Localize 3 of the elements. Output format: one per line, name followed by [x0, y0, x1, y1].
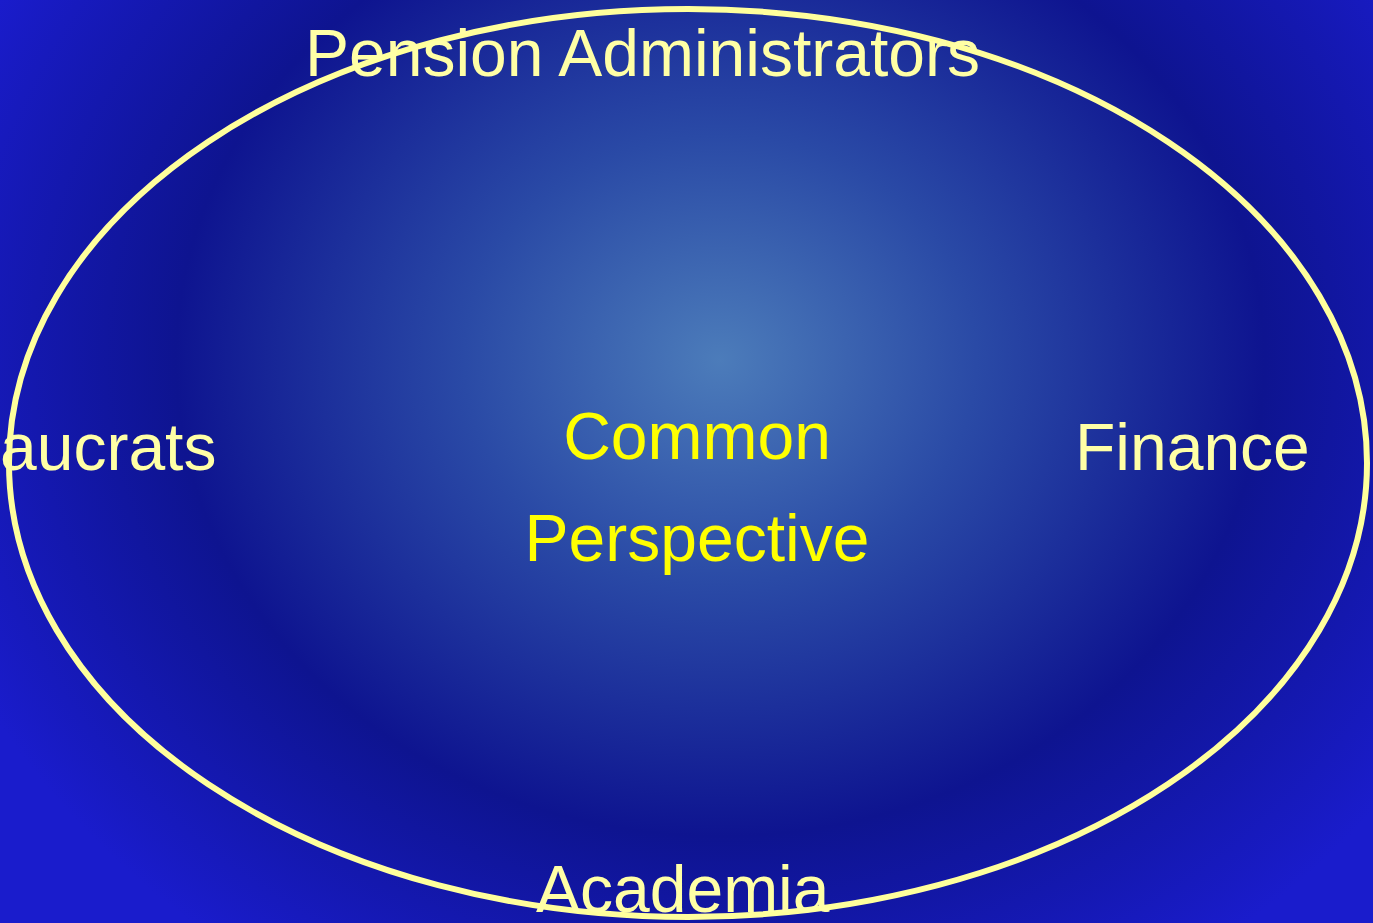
group-label: Academia [536, 856, 830, 922]
center-heading: Common Perspective [523, 398, 871, 577]
group-label: Finance [1075, 414, 1310, 480]
